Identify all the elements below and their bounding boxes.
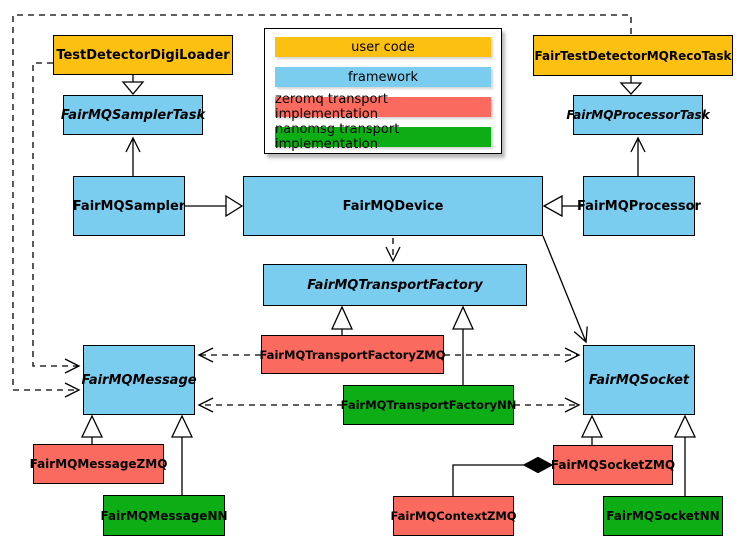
node-fairmq-message: FairMQMessage <box>81 345 197 415</box>
legend-item-user-code: user code <box>275 37 491 57</box>
edge-digiloader-samplertask <box>121 75 145 96</box>
node-fairmq-message-nn: FairMQMessageNN <box>100 495 228 536</box>
edge-recotask-processortask <box>619 76 643 95</box>
node-fairmq-processor-task: FairMQProcessorTask <box>566 95 710 135</box>
edge-digiloader-message <box>32 62 81 374</box>
node-fairmq-device: FairMQDevice <box>243 176 543 236</box>
node-fairmq-context-zmq: FairMQContextZMQ <box>390 496 517 536</box>
edge-processor-device <box>542 194 583 218</box>
node-fairmq-message-zmq: FairMQMessageZMQ <box>30 444 167 484</box>
edge-recotask-message <box>12 14 632 398</box>
node-fairmq-transport-factory-zmq: FairMQTransportFactoryZMQ <box>260 335 446 374</box>
edge-contextzmq-socketzmq <box>452 456 554 496</box>
edge-sampler-device <box>185 194 244 218</box>
node-fair-test-detector-mq-reco-task: FairTestDetectorMQRecoTask <box>533 35 733 76</box>
node-fairmq-sampler-task: FairMQSamplerTask <box>61 95 205 135</box>
node-fairmq-transport-factory: FairMQTransportFactory <box>263 264 527 306</box>
edge-tfzmq-transportfactory <box>330 305 354 335</box>
node-fairmq-sampler: FairMQSampler <box>73 176 185 236</box>
edge-messagezmq-message <box>80 414 104 444</box>
legend-item-zeromq: zeromq transport implementation <box>275 92 491 122</box>
edge-socketzmq-socket <box>580 414 604 445</box>
legend: user code framework zeromq transport imp… <box>264 28 502 154</box>
node-fairmq-socket-zmq: FairMQSocketZMQ <box>551 445 675 485</box>
legend-item-framework: framework <box>275 67 491 87</box>
legend-item-nanomsg: nanomsg transport implementation <box>275 122 491 152</box>
edge-tfnn-transportfactory <box>451 305 475 385</box>
node-fairmq-socket: FairMQSocket <box>583 345 695 415</box>
edge-messagenn-message <box>170 414 194 495</box>
node-fairmq-socket-nn: FairMQSocketNN <box>603 496 723 536</box>
node-fairmq-processor: FairMQProcessor <box>577 176 701 236</box>
node-fairmq-transport-factory-nn: FairMQTransportFactoryNN <box>341 385 516 425</box>
edge-socketnn-socket <box>673 414 697 496</box>
node-test-detector-digi-loader: TestDetectorDigiLoader <box>53 35 233 75</box>
edge-device-socket <box>542 235 588 344</box>
